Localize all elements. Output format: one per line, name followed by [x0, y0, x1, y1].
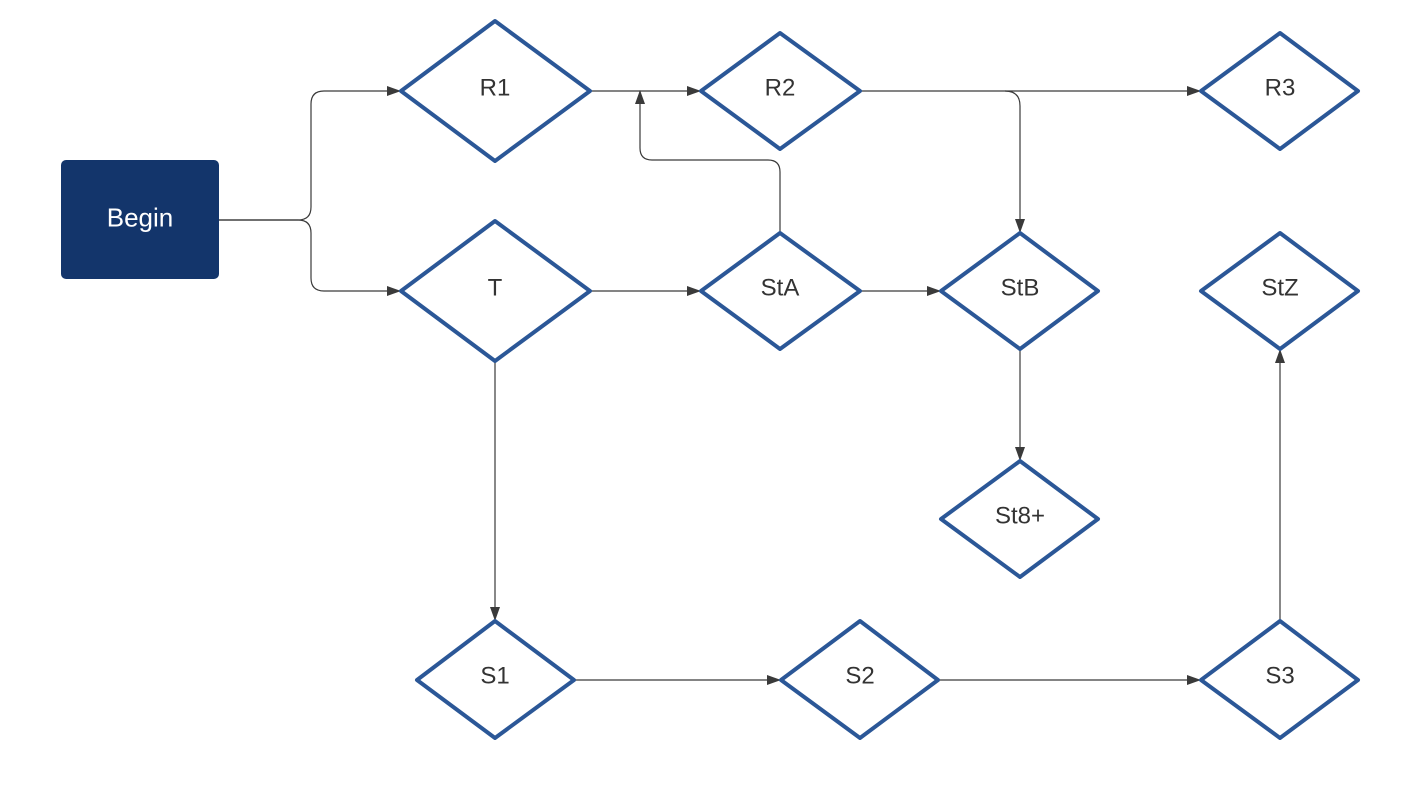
r1-diamond [399, 19, 592, 163]
t-diamond [399, 219, 592, 363]
node-r1[interactable]: R1 [399, 19, 592, 163]
node-begin-label: Begin [107, 202, 174, 232]
s3-diamond [1199, 619, 1360, 740]
nodes: Begin R1 R2 R3 T StA StB [61, 19, 1360, 740]
node-s3-label: S3 [1265, 662, 1294, 689]
begin-box [61, 160, 219, 279]
edge-begin-t [219, 219, 401, 296]
node-stb[interactable]: StB [939, 231, 1100, 351]
edge-sta-r1r2 [635, 90, 781, 232]
node-stb-label: StB [1001, 274, 1040, 301]
node-r1-label: R1 [480, 74, 511, 101]
stz-diamond [1199, 231, 1360, 351]
st8-diamond [939, 459, 1100, 579]
node-r2-label: R2 [765, 74, 796, 101]
node-sta[interactable]: StA [699, 231, 862, 351]
node-sta-label: StA [761, 274, 800, 301]
node-s2[interactable]: S2 [779, 619, 940, 740]
node-s2-label: S2 [845, 662, 874, 689]
node-t-label: T [488, 274, 503, 301]
sta-diamond [699, 231, 862, 351]
node-r3-label: R3 [1265, 74, 1296, 101]
s1-diamond [415, 619, 576, 740]
node-st8[interactable]: St8+ [939, 459, 1100, 579]
edge-r2-stb [1004, 90, 1025, 233]
stb-diamond [939, 231, 1100, 351]
r3-diamond [1199, 31, 1360, 151]
node-stz-label: StZ [1261, 274, 1298, 301]
node-stz[interactable]: StZ [1199, 231, 1360, 351]
node-s1-label: S1 [480, 662, 509, 689]
edges [219, 86, 1285, 685]
node-r3[interactable]: R3 [1199, 31, 1360, 151]
node-t[interactable]: T [399, 219, 592, 363]
node-st8-label: St8+ [995, 502, 1045, 529]
node-begin[interactable]: Begin [61, 160, 219, 279]
s2-diamond [779, 619, 940, 740]
node-r2[interactable]: R2 [699, 31, 862, 151]
node-s3[interactable]: S3 [1199, 619, 1360, 740]
node-s1[interactable]: S1 [415, 619, 576, 740]
r2-diamond [699, 31, 862, 151]
edge-begin-r1 [219, 86, 401, 221]
